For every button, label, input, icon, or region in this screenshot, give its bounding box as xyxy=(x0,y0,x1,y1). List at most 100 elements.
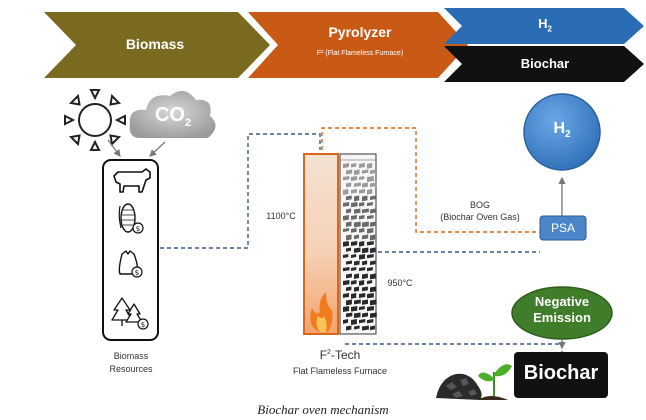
pellet xyxy=(359,228,365,233)
pellet xyxy=(346,195,352,201)
pellet xyxy=(351,267,357,272)
furnace-name-prefix: F xyxy=(319,348,328,362)
h2-stage-sub: 2 xyxy=(547,24,552,34)
pellet xyxy=(346,325,352,331)
pellet xyxy=(354,286,360,292)
svg-text:$: $ xyxy=(141,321,145,329)
pellet xyxy=(359,215,365,220)
pellet xyxy=(343,189,349,195)
pellet xyxy=(370,312,377,318)
pellet xyxy=(362,273,368,279)
pellet xyxy=(346,260,352,265)
pellet xyxy=(354,195,360,202)
pellet xyxy=(359,319,366,324)
pellet xyxy=(351,293,357,299)
biomass-resources-box xyxy=(102,159,159,341)
pellet xyxy=(343,176,350,181)
pellet xyxy=(346,182,352,188)
pellet xyxy=(370,273,376,280)
pellet xyxy=(367,163,373,169)
pellet xyxy=(346,273,352,279)
pellet xyxy=(362,260,368,266)
pellet xyxy=(359,254,366,260)
psa-box xyxy=(539,215,587,241)
pellet xyxy=(354,182,361,187)
pellet xyxy=(370,286,377,293)
pellet xyxy=(354,221,361,228)
bog-line xyxy=(321,127,540,233)
bog-label: BOG xyxy=(469,200,490,210)
seedling-icon xyxy=(478,364,512,400)
pellet xyxy=(370,208,376,214)
pellet xyxy=(343,202,350,207)
pellet xyxy=(359,176,365,181)
pellet xyxy=(351,319,357,325)
pellet xyxy=(343,254,349,259)
pellet xyxy=(343,293,350,298)
cool-temp-label: 950°C xyxy=(387,278,413,288)
pellet xyxy=(359,189,366,194)
furnace-name-suffix: -Tech xyxy=(330,348,361,362)
pellet xyxy=(362,182,368,188)
pellet xyxy=(346,169,353,175)
h2-circle-sub: 2 xyxy=(565,129,571,141)
h2-circle-main: H xyxy=(553,120,565,137)
pellet xyxy=(351,202,358,208)
pellet xyxy=(370,195,376,200)
pellet xyxy=(367,228,374,234)
svg-text:$: $ xyxy=(136,225,140,233)
pellet xyxy=(362,299,368,305)
pellet xyxy=(359,202,365,207)
pellet xyxy=(343,241,349,247)
biomass-stage-chevron xyxy=(44,12,270,78)
h2-output-circle xyxy=(523,93,601,171)
pellet xyxy=(343,306,350,312)
pellet xyxy=(367,241,374,246)
pellet xyxy=(354,299,361,305)
biochar-stage-label: Biochar xyxy=(520,56,570,71)
pellet xyxy=(362,208,369,214)
h2-stage-label: H2 xyxy=(480,16,610,34)
biomass-resources-label: Biomass Resources xyxy=(86,350,176,376)
furnace-name: F2-Tech xyxy=(290,348,390,362)
co2-cloud-icon xyxy=(129,90,216,138)
pellet xyxy=(351,189,357,194)
pellet xyxy=(354,234,360,240)
pellet xyxy=(370,169,376,174)
pellet xyxy=(359,306,365,311)
pellet xyxy=(351,306,358,312)
co2-label: CO2 xyxy=(140,104,206,129)
h2-stage-chevron xyxy=(444,8,644,44)
cow-icon xyxy=(113,168,151,193)
pyrolyzer-stage-chevron xyxy=(248,12,468,78)
charcoal-pile-icon xyxy=(436,373,482,400)
pellet xyxy=(359,241,365,247)
pellet xyxy=(359,280,365,286)
sun-icon xyxy=(64,89,126,151)
h2-stage-main: H xyxy=(538,16,548,31)
pellet xyxy=(359,267,366,272)
pellet xyxy=(346,234,352,241)
pellet xyxy=(367,176,374,182)
pellet xyxy=(370,182,377,188)
pellet xyxy=(370,325,376,331)
pellet xyxy=(370,221,377,227)
pellet xyxy=(362,234,369,240)
pyrolyzer-stage-sublabel: F² (Flat Flameless Furnace) xyxy=(316,50,404,57)
bog-full-label: (Biochar Oven Gas) xyxy=(440,212,520,222)
pellet-pattern xyxy=(343,163,377,331)
pellet xyxy=(343,280,350,286)
pellet xyxy=(354,169,360,176)
h2-circle-label: H2 xyxy=(524,120,600,140)
pellet xyxy=(359,293,366,298)
feed-line xyxy=(160,133,321,249)
pellet xyxy=(370,299,377,306)
pellet xyxy=(351,280,357,285)
pellet xyxy=(343,267,350,272)
pellet xyxy=(354,312,361,319)
pellet xyxy=(351,163,357,168)
pellet xyxy=(362,169,369,174)
pellet xyxy=(367,215,374,220)
pellet xyxy=(362,286,368,292)
figure-caption: Biochar oven mechanism xyxy=(257,402,389,417)
